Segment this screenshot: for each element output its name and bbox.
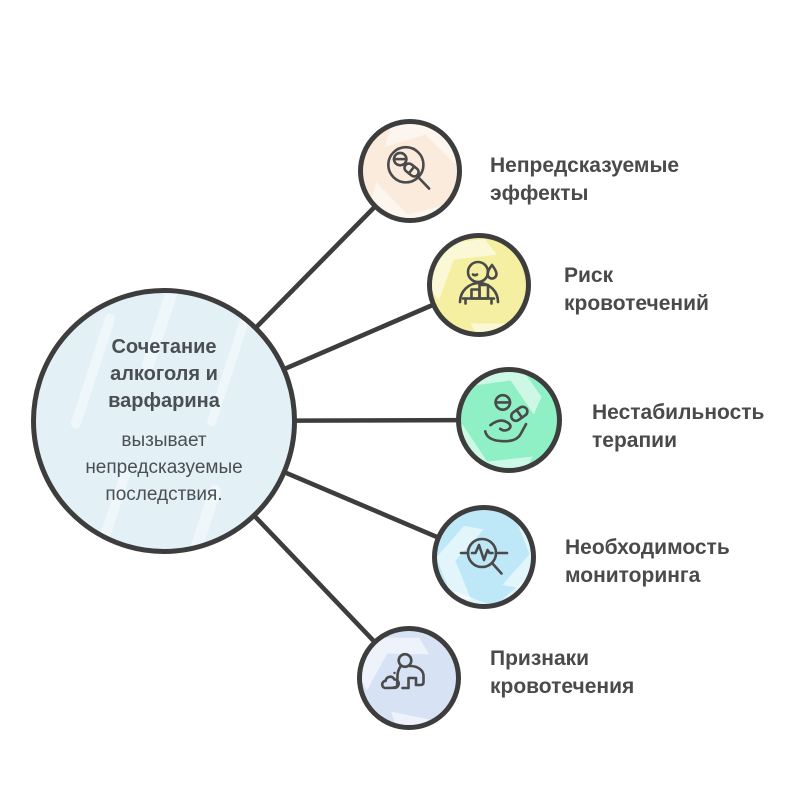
- pills-magnifier-icon: [379, 140, 441, 202]
- hand-pills-icon: [478, 389, 540, 451]
- label-monitoring-need: Необходимость мониторинга: [565, 536, 730, 587]
- satellite-node-monitoring-need: [432, 505, 536, 609]
- label-unpredictable-effects: Непредсказуемые эффекты: [490, 154, 680, 205]
- pulse-magnifier-icon: [454, 527, 514, 587]
- label-bleeding-signs: Признаки кровотечения: [490, 647, 635, 698]
- satellite-node-bleeding-signs: [357, 626, 461, 730]
- label-therapy-instability: Нестабильность терапии: [592, 401, 765, 452]
- central-node: Сочетание алкоголя и варфарина вызывает …: [31, 288, 297, 554]
- label-bleeding-risk: Риск кровотечений: [564, 264, 709, 315]
- crawling-person-icon: [379, 648, 439, 708]
- person-bleeding-icon: [449, 255, 509, 315]
- satellite-node-unpredictable-effects: [358, 119, 462, 223]
- satellite-node-therapy-instability: [456, 367, 562, 473]
- satellite-node-bleeding-risk: [427, 233, 531, 337]
- central-subtitle: вызывает непредсказуемые последствия.: [85, 430, 243, 505]
- central-title: Сочетание алкоголя и варфарина: [108, 336, 220, 412]
